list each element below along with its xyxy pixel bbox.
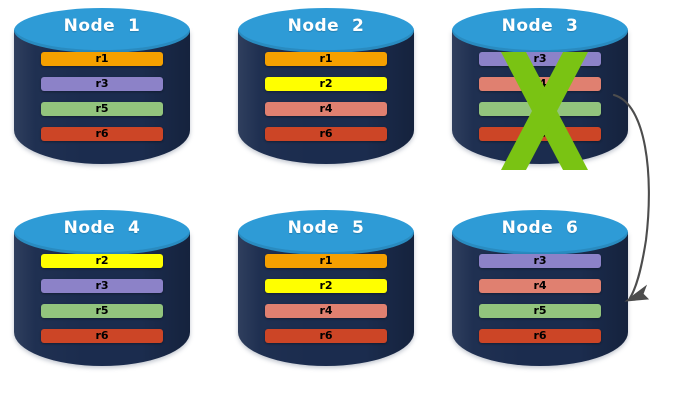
replica-bar[interactable]: r4	[479, 77, 601, 91]
replica-bar[interactable]: r1	[265, 254, 387, 268]
replica-bar[interactable]: r5	[479, 102, 601, 116]
node-2-top-disc	[238, 8, 414, 53]
node-6-replica-list: r3 r4 r5 r6	[479, 254, 601, 343]
replica-bar[interactable]: r3	[41, 279, 163, 293]
node-3-label: Node 3	[501, 16, 579, 36]
replica-bar[interactable]: r3	[41, 77, 163, 91]
node-4-top-disc	[14, 210, 190, 255]
node-2-label: Node 2	[287, 16, 365, 36]
node-1-replica-list: r1 r3 r5 r6	[41, 52, 163, 141]
node-4-label: Node 4	[63, 218, 141, 238]
replica-bar[interactable]: r5	[479, 304, 601, 318]
node-2-replica-list: r1 r2 r4 r6	[265, 52, 387, 141]
node-6-label: Node 6	[501, 218, 579, 238]
replica-bar[interactable]: r3	[479, 52, 601, 66]
node-3-replica-list: r3 r4 r5 r6	[479, 52, 601, 141]
replica-bar[interactable]: r6	[479, 329, 601, 343]
replica-bar[interactable]: r2	[41, 254, 163, 268]
replica-bar[interactable]: r5	[41, 304, 163, 318]
replica-bar[interactable]: r1	[41, 52, 163, 66]
node-1-label: Node 1	[63, 16, 141, 36]
node-6[interactable]: Node 6 r3 r4 r5 r6	[452, 210, 628, 388]
node-4[interactable]: Node 4 r2 r3 r5 r6	[14, 210, 190, 388]
node-6-top-disc	[452, 210, 628, 255]
node-5-label: Node 5	[287, 218, 365, 238]
replica-bar[interactable]: r6	[265, 127, 387, 141]
replica-bar[interactable]: r6	[479, 127, 601, 141]
replica-bar[interactable]: r4	[265, 304, 387, 318]
replica-bar[interactable]: r4	[479, 279, 601, 293]
node-3-top-disc	[452, 8, 628, 53]
replica-bar[interactable]: r6	[41, 127, 163, 141]
replica-bar[interactable]: r4	[265, 102, 387, 116]
replica-bar[interactable]: r1	[265, 52, 387, 66]
node-1[interactable]: Node 1 r1 r3 r5 r6	[14, 8, 190, 186]
replica-bar[interactable]: r2	[265, 279, 387, 293]
node-5-replica-list: r1 r2 r4 r6	[265, 254, 387, 343]
node-5[interactable]: Node 5 r1 r2 r4 r6	[238, 210, 414, 388]
node-4-replica-list: r2 r3 r5 r6	[41, 254, 163, 343]
replica-bar[interactable]: r3	[479, 254, 601, 268]
node-3[interactable]: Node 3 r3 r4 r5 r6	[452, 8, 628, 186]
node-2[interactable]: Node 2 r1 r2 r4 r6	[238, 8, 414, 186]
replica-bar[interactable]: r2	[265, 77, 387, 91]
replica-bar[interactable]: r5	[41, 102, 163, 116]
replica-bar[interactable]: r6	[41, 329, 163, 343]
replica-bar[interactable]: r6	[265, 329, 387, 343]
node-1-top-disc	[14, 8, 190, 53]
node-5-top-disc	[238, 210, 414, 255]
